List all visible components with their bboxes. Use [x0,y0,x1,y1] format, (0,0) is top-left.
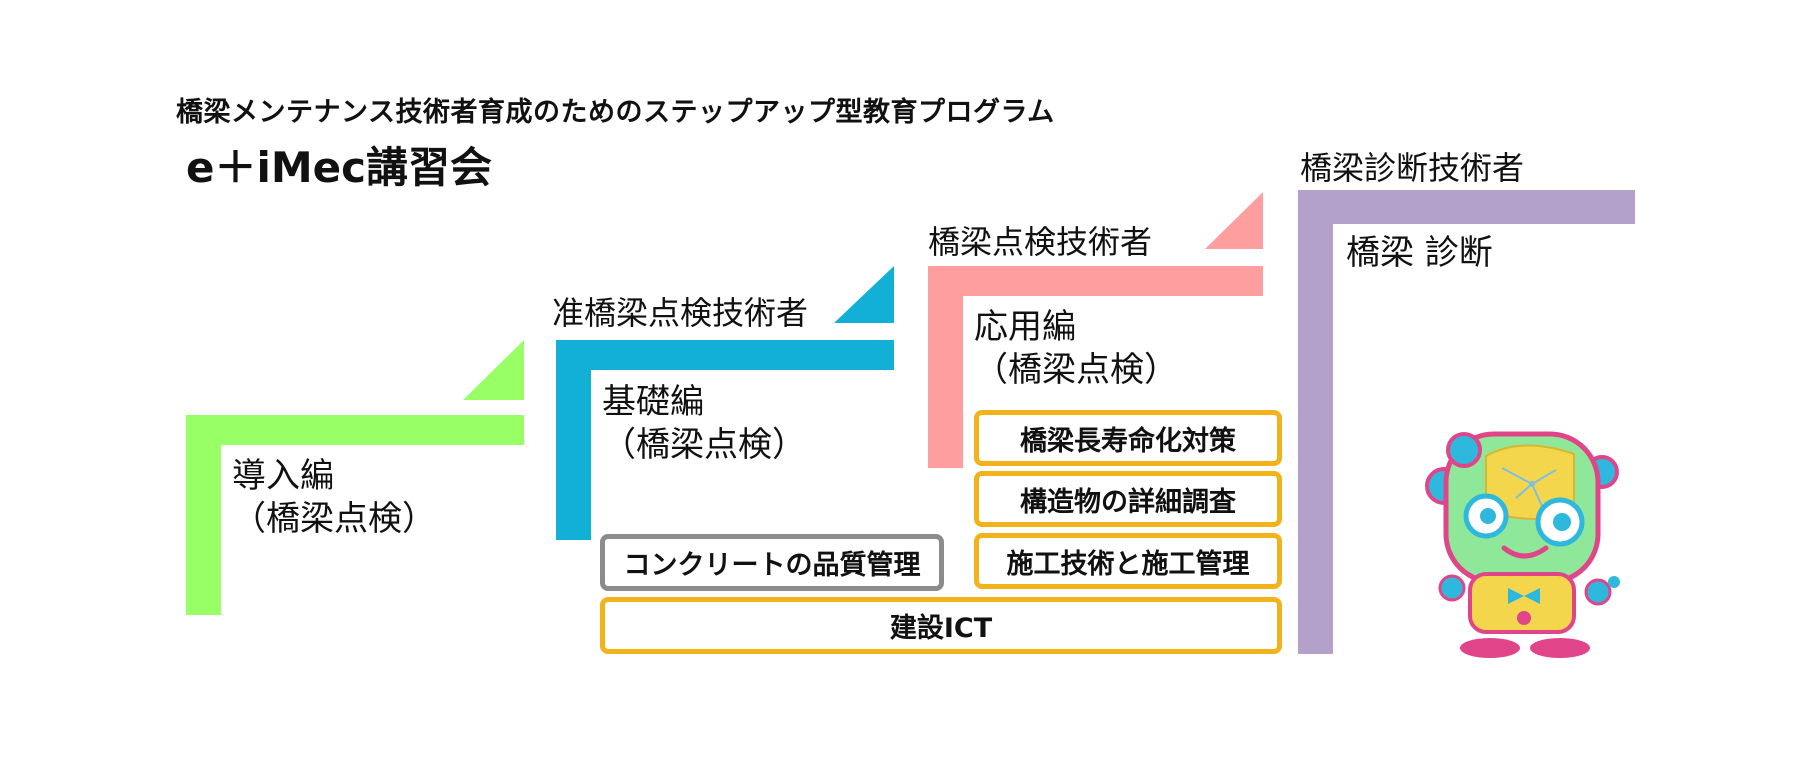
step2-course-sub: （橋梁点検） [602,424,806,465]
step2-course-label: 基礎編 （橋梁点検） [602,381,806,466]
step2-vertical-bar [556,340,591,540]
step3-rank-label: 橋梁点検技術者 [928,223,1153,261]
step1-vertical-bar [186,415,221,615]
step4-course-name: 橋梁 診断 [1346,233,1493,273]
step4-horizontal-bar [1298,190,1635,224]
step3-course-sub: （橋梁点検） [974,349,1178,390]
step1-course-label: 導入編 （橋梁点検） [232,455,436,540]
step3-course-name: 応用編 [974,307,1076,347]
step4-vertical-bar [1298,190,1333,654]
step3-course-label: 応用編 （橋梁点検） [974,306,1178,391]
step1-horizontal-bar [186,415,524,445]
program-title: e＋iMec講習会 [186,143,493,192]
course-box-structure-survey: 構造物の詳細調査 [974,471,1282,527]
course-box-ict: 建設ICT [600,597,1282,654]
step1-course-sub: （橋梁点検） [232,498,436,539]
step2-course-name: 基礎編 [602,382,704,422]
course-box-concrete: コンクリートの品質管理 [600,534,944,591]
course-box-longevity: 橋梁長寿命化対策 [974,410,1282,466]
step2-rank-label: 准橋梁点検技術者 [552,294,809,332]
step2-arrow-tip [834,266,894,323]
step1-course-name: 導入編 [232,456,334,496]
step3-vertical-bar [928,266,963,468]
step2-horizontal-bar [556,340,894,370]
program-subtitle: 橋梁メンテナンス技術者育成のためのステップアップ型教育プログラム [176,97,1055,128]
step3-horizontal-bar [928,266,1263,296]
step4-rank-label: 橋梁診断技術者 [1300,149,1525,187]
robot-mascot-icon [1425,431,1620,658]
step3-arrow-tip [1205,192,1263,249]
course-box-construction: 施工技術と施工管理 [974,533,1282,589]
step1-arrow-tip [463,340,524,400]
